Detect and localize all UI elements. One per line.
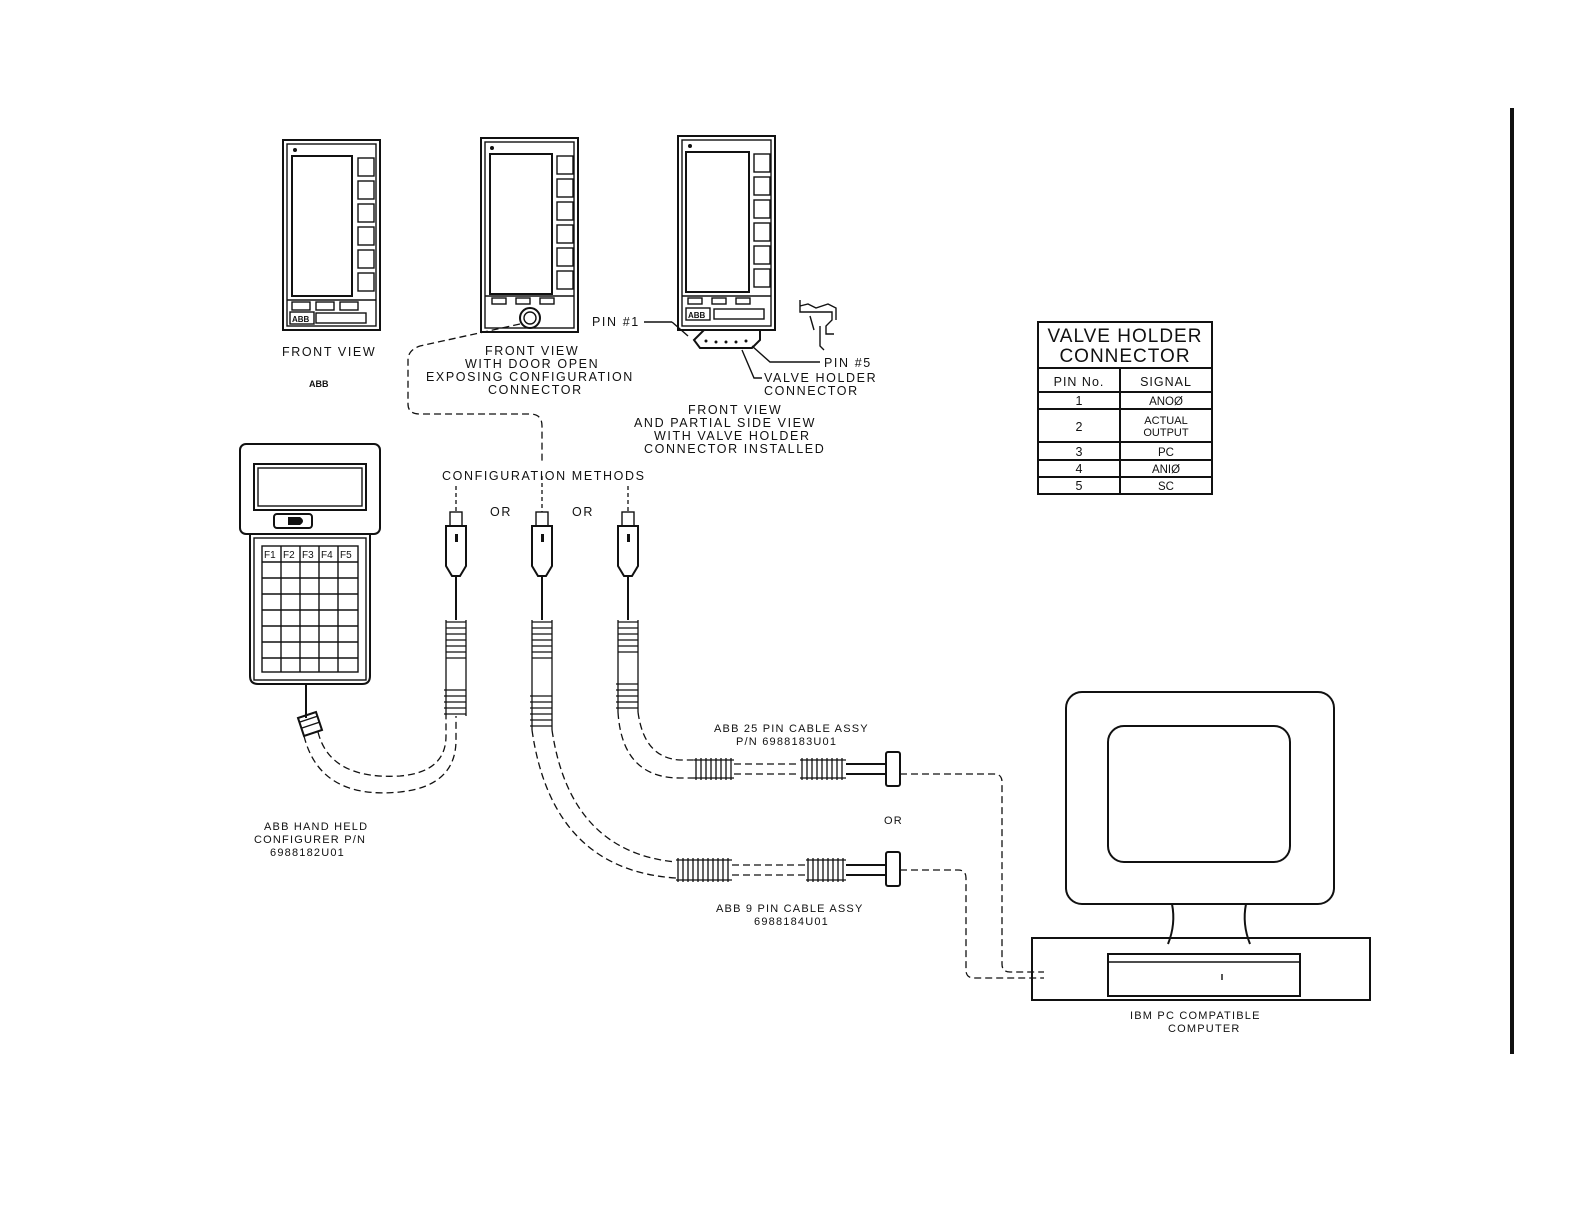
pin5-label: PIN #5	[824, 356, 872, 370]
front-view-abb-mark: ABB	[309, 379, 329, 389]
svg-text:VALVE HOLDER: VALVE HOLDER	[764, 371, 877, 385]
pin-table: VALVE HOLDER CONNECTOR PIN No. SIGNAL 1 …	[1037, 321, 1213, 495]
plug-9pin	[531, 511, 553, 620]
svg-text:EXPOSING CONFIGURATION: EXPOSING CONFIGURATION	[426, 370, 634, 384]
f4-key: F4	[321, 550, 333, 561]
configuration-connector	[519, 307, 541, 329]
pin1-label: PIN #1	[592, 315, 640, 329]
coil-25pin-horizontal-2	[800, 758, 846, 780]
pin-table-header-signal: SIGNAL	[1140, 375, 1192, 389]
coil-handheld	[444, 620, 467, 716]
svg-text:ABB HAND HELD: ABB HAND HELD	[264, 821, 368, 833]
or-label-2: OR	[572, 505, 594, 519]
svg-text:ABB 9 PIN CABLE ASSY: ABB 9 PIN CABLE ASSY	[716, 903, 864, 915]
svg-text:FRONT VIEW: FRONT VIEW	[688, 403, 782, 417]
svg-text:CONFIGURER P/N: CONFIGURER P/N	[254, 834, 366, 846]
pin-table-row-1-pin: 1	[1076, 394, 1083, 408]
f-keys: F1 F2 F3 F4 F5	[264, 550, 352, 561]
or-label-1: OR	[490, 505, 512, 519]
coil-9pin-horizontal-2	[806, 858, 846, 882]
plug-handheld	[445, 511, 467, 620]
svg-text:P/N 6988183U01: P/N 6988183U01	[736, 736, 837, 748]
f2-key: F2	[283, 550, 295, 561]
pin-table-row-3-signal: PC	[1158, 447, 1174, 459]
coil-9pin	[530, 620, 553, 730]
coil-25pin	[616, 620, 639, 712]
pin-table-title-2: CONNECTOR	[1059, 346, 1190, 367]
pin5-leader	[751, 345, 820, 363]
coil-9pin-horizontal	[676, 858, 732, 882]
pin-table-row-1-signal: ANOØ	[1149, 396, 1183, 408]
computer-label: IBM PC COMPATIBLE COMPUTER	[1130, 1010, 1261, 1035]
device-front-view: ABB	[282, 139, 381, 331]
pin-table-row-4-signal: ANIØ	[1152, 464, 1180, 476]
valve-holder-connector-label: VALVE HOLDER CONNECTOR	[764, 371, 877, 398]
device-door-open	[480, 137, 579, 333]
pin-table-title: VALVE HOLDER	[1048, 326, 1203, 347]
f3-key: F3	[302, 550, 314, 561]
svg-text:AND PARTIAL SIDE VIEW: AND PARTIAL SIDE VIEW	[634, 416, 816, 430]
plug-9pin-pc	[885, 851, 901, 887]
pin-table-row-5-pin: 5	[1076, 479, 1083, 493]
svg-text:ABB: ABB	[688, 311, 706, 320]
front-view-door-label: FRONT VIEW WITH DOOR OPEN EXPOSING CONFI…	[426, 344, 634, 397]
pin-table-row-5-signal: SC	[1158, 481, 1174, 493]
handheld-configurer: F1 F2 F3 F4 F5	[239, 443, 381, 738]
f1-key: F1	[264, 550, 276, 561]
svg-text:CONNECTOR INSTALLED: CONNECTOR INSTALLED	[644, 442, 825, 456]
svg-text:FRONT VIEW: FRONT VIEW	[485, 344, 579, 358]
f5-key: F5	[340, 550, 352, 561]
or-label-3: OR	[884, 815, 903, 827]
coil-25pin-horizontal	[694, 758, 734, 780]
plug-25pin	[617, 511, 639, 620]
margin-bar	[1510, 108, 1514, 1054]
ibm-pc-computer	[1031, 691, 1371, 1001]
svg-text:WITH VALVE HOLDER: WITH VALVE HOLDER	[654, 429, 811, 443]
pin-table-row-2-pin: 2	[1076, 420, 1083, 434]
svg-text:6988182U01: 6988182U01	[270, 847, 345, 859]
cable9-label: ABB 9 PIN CABLE ASSY 6988184U01	[716, 903, 864, 928]
svg-text:6988184U01: 6988184U01	[754, 916, 829, 928]
config-methods-label: CONFIGURATION METHODS	[442, 469, 646, 483]
handheld-label: ABB HAND HELD CONFIGURER P/N 6988182U01	[254, 821, 368, 859]
svg-text:CONNECTOR: CONNECTOR	[488, 383, 583, 397]
front-view-label: FRONT VIEW	[282, 345, 376, 359]
cable25-label: ABB 25 PIN CABLE ASSY P/N 6988183U01	[714, 723, 869, 748]
svg-text:IBM PC COMPATIBLE: IBM PC COMPATIBLE	[1130, 1010, 1261, 1022]
pin-table-header-pin: PIN No.	[1054, 375, 1105, 389]
device-logo: ABB	[292, 315, 310, 324]
valve-connector-leader	[741, 349, 762, 379]
svg-text:COMPUTER: COMPUTER	[1168, 1023, 1241, 1035]
svg-text:ABB 25 PIN CABLE ASSY: ABB 25 PIN CABLE ASSY	[714, 723, 869, 735]
plug-25pin-pc	[885, 751, 901, 787]
pin-table-row-4-pin: 4	[1076, 462, 1083, 476]
svg-text:WITH DOOR OPEN: WITH DOOR OPEN	[465, 357, 599, 371]
pin-table-row-3-pin: 3	[1076, 445, 1083, 459]
front-view-side-label: FRONT VIEW AND PARTIAL SIDE VIEW WITH VA…	[634, 403, 825, 456]
svg-text:CONNECTOR: CONNECTOR	[764, 384, 859, 398]
device-valve-holder: ABB	[677, 135, 837, 351]
